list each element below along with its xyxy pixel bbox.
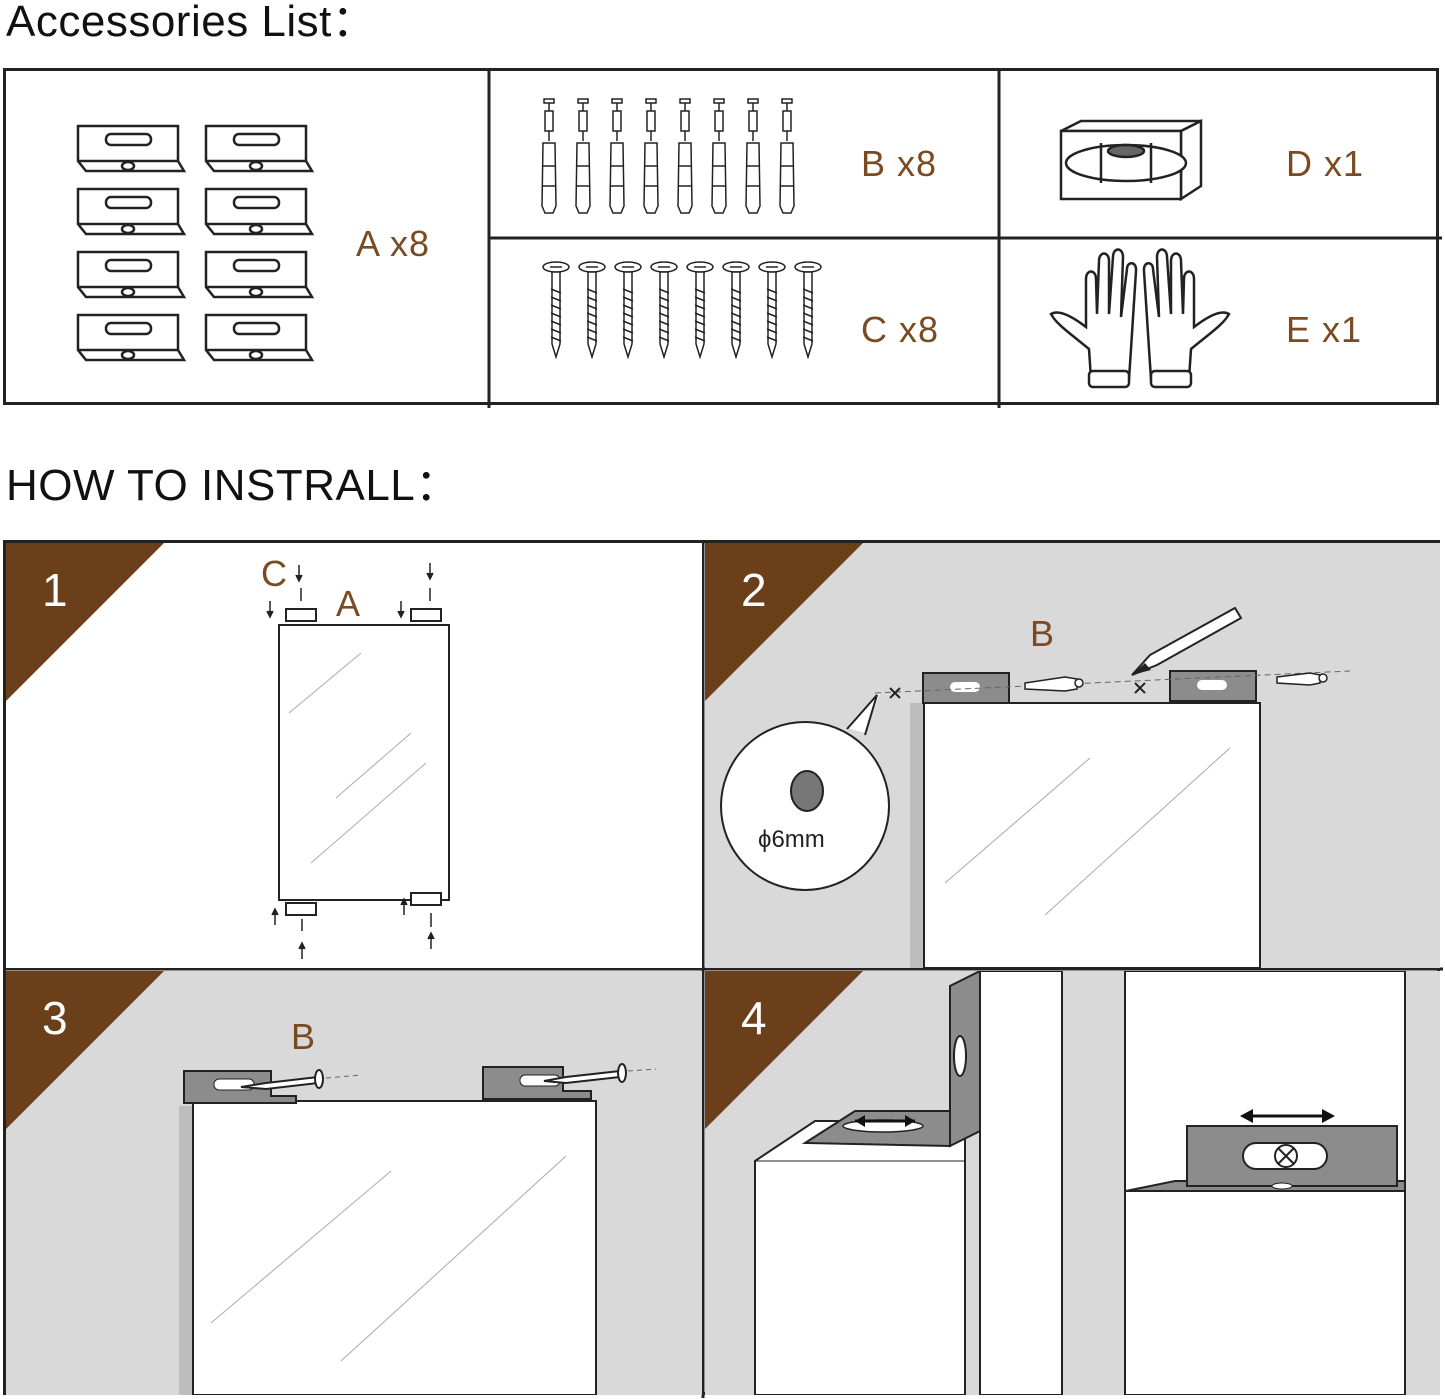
step-2-label-b: B xyxy=(1030,613,1055,654)
install-heading: HOW TO INSTRALL： xyxy=(6,461,460,510)
accessories-table: A x8 B x8 C x8 D x1 xyxy=(3,68,1442,408)
accessory-d-label: D x1 xyxy=(1286,143,1365,184)
step-1-label-a: A xyxy=(336,583,361,624)
step-4-illustration xyxy=(705,971,1406,1395)
step-3-number: 3 xyxy=(42,992,68,1044)
wall-anchor-icon xyxy=(541,98,795,214)
step-2-number: 2 xyxy=(741,564,767,616)
bracket-a-icon xyxy=(76,124,315,362)
step-4-number: 4 xyxy=(741,992,767,1044)
step-1-label-c: C xyxy=(261,553,287,594)
screw-icon xyxy=(542,261,822,360)
accessory-a-cell: A x8 xyxy=(6,71,489,408)
step-3-panel: 3 B xyxy=(6,971,702,1395)
step-1-panel: 1 C A xyxy=(6,543,702,968)
step-2-panel: 2 B ϕ6mm xyxy=(705,543,1440,968)
steps-grid xyxy=(6,543,1443,1398)
step-3-label-b: B xyxy=(291,1016,316,1057)
spirit-level-icon xyxy=(1059,118,1203,202)
step-3-illustration xyxy=(6,971,657,1395)
accessory-b-cell: B x8 xyxy=(491,71,999,238)
gloves-icon xyxy=(1049,248,1231,389)
accessories-grid xyxy=(487,71,1442,408)
step-1-illustration xyxy=(6,543,450,959)
accessory-c-cell: C x8 xyxy=(491,239,999,408)
accessory-e-cell: E x1 xyxy=(1001,239,1442,408)
accessories-heading: Accessories List： xyxy=(6,0,377,46)
install-steps: 1 C A xyxy=(3,540,1443,1398)
accessory-a-label: A x8 xyxy=(356,223,431,264)
accessory-c-label: C x8 xyxy=(861,309,940,350)
accessory-e-label: E x1 xyxy=(1286,309,1363,350)
hole-size-label: ϕ6mm xyxy=(758,826,825,853)
accessory-b-label: B x8 xyxy=(861,143,938,184)
step-4-panel: 4 xyxy=(705,971,1440,1395)
accessory-d-cell: D x1 xyxy=(1001,71,1442,238)
step-1-number: 1 xyxy=(42,564,68,616)
step-2-illustration xyxy=(705,543,1351,968)
